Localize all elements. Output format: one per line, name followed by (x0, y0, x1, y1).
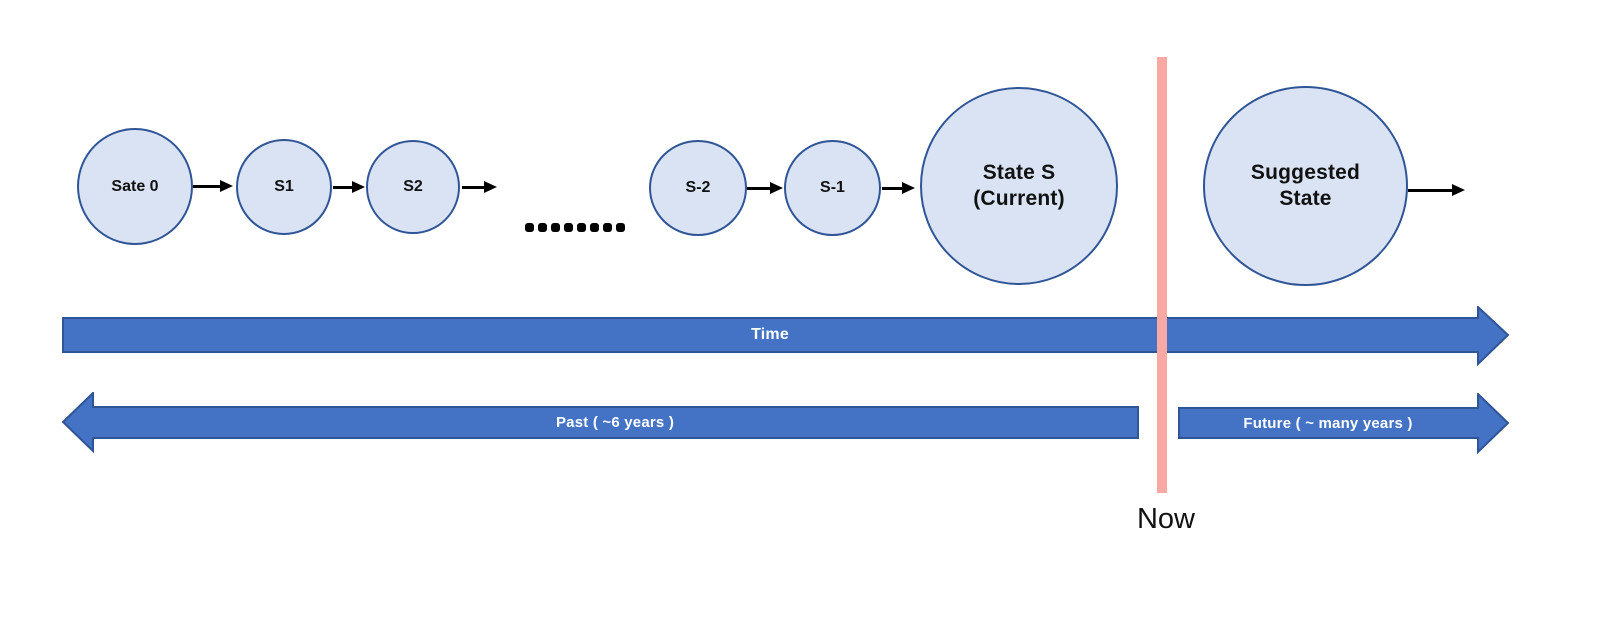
state-label: S2 (403, 178, 423, 195)
ellipsis-dot (590, 223, 599, 232)
transition-arrow-2-dots (462, 180, 497, 193)
state-label-line2: (Current) (973, 187, 1065, 210)
transition-arrow-0-1 (193, 179, 233, 192)
ellipsis-dot (616, 223, 625, 232)
state-circle-s2: S2 (366, 140, 460, 234)
state-circle-s-minus-2: S-2 (649, 140, 747, 236)
state-label: S1 (274, 178, 294, 195)
now-divider-line (1157, 57, 1167, 493)
arrowhead-icon (902, 181, 915, 194)
state-circle-s1: S1 (236, 139, 332, 235)
state-label-line1: Suggested (1250, 160, 1361, 184)
ellipsis-dots (525, 223, 625, 232)
past-arrow-shape (62, 392, 1139, 453)
transition-arrow-sminus1-current (882, 181, 915, 194)
arrowhead-icon (220, 179, 233, 192)
arrowhead-icon (1452, 183, 1465, 196)
time-arrow (62, 306, 1510, 366)
ellipsis-dot (551, 223, 560, 232)
ellipsis-dot (525, 223, 534, 232)
past-arrow (62, 392, 1139, 453)
future-arrow (1178, 393, 1510, 454)
state-circle-s-minus-1: S-1 (784, 140, 881, 236)
ellipsis-dot (564, 223, 573, 232)
state-circle-current: State S (Current) (920, 87, 1118, 285)
ellipsis-dot (538, 223, 547, 232)
state-label: Sate 0 (111, 177, 159, 195)
arrowhead-icon (770, 181, 783, 194)
now-label: Now (1136, 503, 1195, 535)
ellipsis-dot (577, 223, 586, 232)
state-circle-state0: Sate 0 (77, 128, 193, 245)
future-arrow-shape (1178, 393, 1510, 454)
ellipsis-dot (603, 223, 612, 232)
transition-arrow-sminus2-sminus1 (747, 181, 783, 194)
transition-arrow-1-2 (333, 180, 365, 193)
time-arrow-shape (62, 306, 1510, 366)
transition-arrow-suggested-next (1408, 183, 1465, 196)
arrowhead-icon (484, 180, 497, 193)
state-label-line1: State S (982, 160, 1056, 184)
state-label-line2: State (1279, 187, 1332, 210)
arrowhead-icon (352, 180, 365, 193)
state-label: S-1 (820, 179, 845, 196)
state-circle-suggested: Suggested State (1203, 86, 1408, 286)
state-label: S-2 (685, 179, 711, 196)
